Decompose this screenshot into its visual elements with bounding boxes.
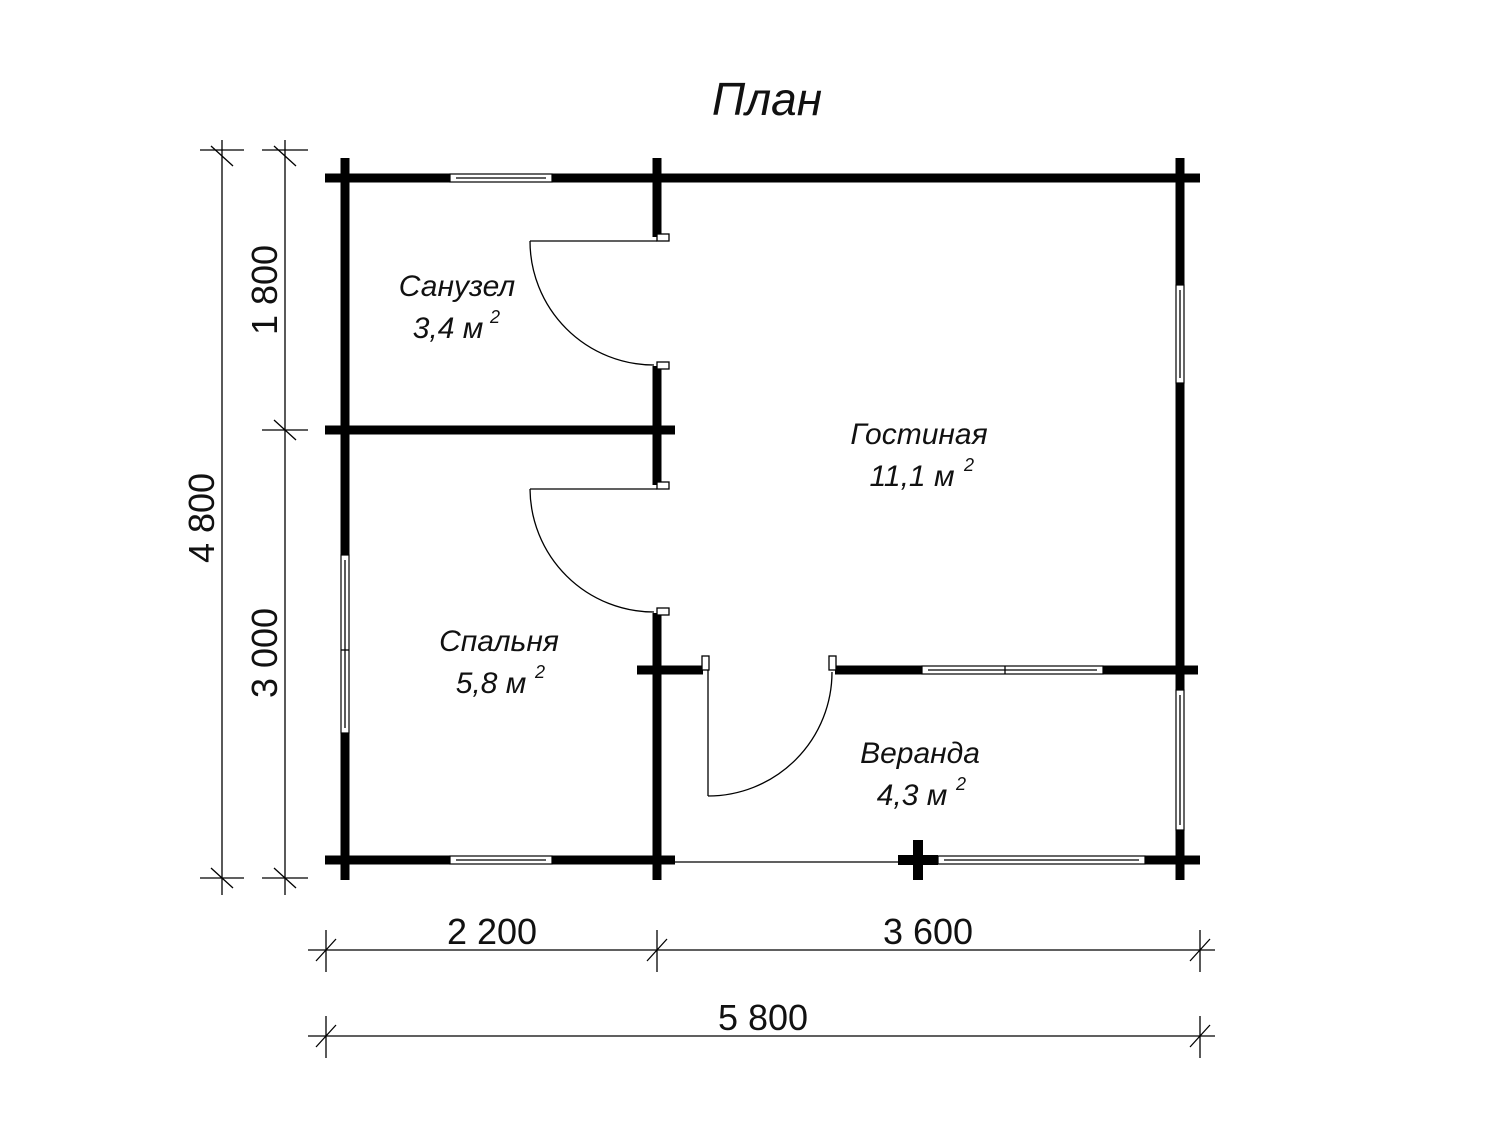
svg-text:2: 2 — [955, 774, 966, 794]
room-living-label: Гостиная 11,1 м 2 — [850, 418, 987, 493]
dimension-lines — [200, 140, 1215, 1058]
svg-text:5,8 м: 5,8 м — [456, 667, 527, 700]
svg-text:Спальня: Спальня — [439, 625, 559, 658]
room-veranda-label: Веранда 4,3 м 2 — [860, 737, 980, 812]
dim-bottom-total: 5 800 — [718, 997, 808, 1038]
svg-text:2: 2 — [489, 307, 500, 327]
svg-text:4,3 м: 4,3 м — [877, 779, 948, 812]
svg-text:11,1 м: 11,1 м — [869, 460, 954, 493]
room-bathroom-label: Санузел 3,4 м 2 — [399, 270, 515, 345]
doors — [529, 233, 837, 797]
svg-text:2: 2 — [534, 662, 545, 682]
svg-text:Гостиная: Гостиная — [850, 418, 987, 451]
plan-title: План — [712, 73, 822, 125]
svg-text:3,4 м: 3,4 м — [413, 312, 484, 345]
dim-left-total: 4 800 — [181, 473, 222, 563]
svg-text:2: 2 — [963, 455, 974, 475]
windows — [340, 173, 1185, 865]
svg-text:Веранда: Веранда — [860, 737, 980, 770]
dim-left-top: 1 800 — [244, 245, 285, 335]
room-bedroom-label: Спальня 5,8 м 2 — [439, 625, 559, 700]
svg-text:Санузел: Санузел — [399, 270, 515, 303]
dim-bottom-right: 3 600 — [883, 911, 973, 952]
dim-bottom-left: 2 200 — [447, 911, 537, 952]
walls — [325, 158, 1200, 880]
dim-left-bottom: 3 000 — [244, 608, 285, 698]
